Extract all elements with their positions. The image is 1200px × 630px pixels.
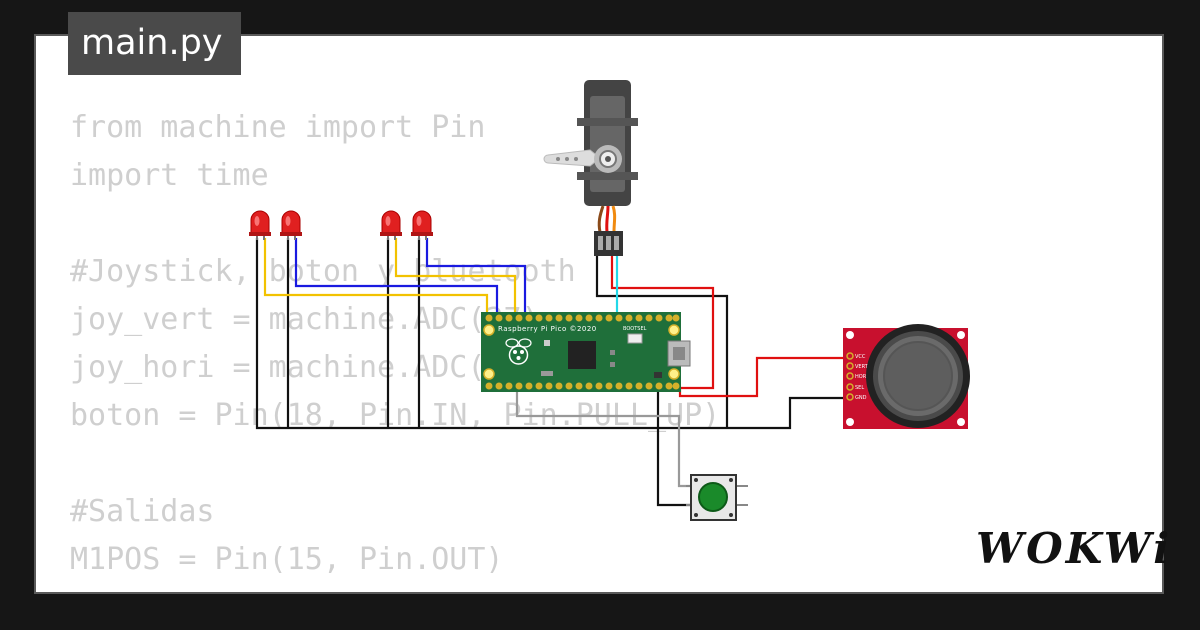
joystick-pin-label: GND — [855, 395, 867, 401]
joystick-pin-label: SEL — [855, 385, 864, 391]
joystick-knob[interactable] — [883, 341, 953, 411]
joystick-pin-label: HORZ — [855, 374, 870, 380]
code-line: from machine import Pin — [70, 110, 486, 145]
led[interactable] — [249, 210, 271, 240]
push-button[interactable] — [686, 474, 748, 521]
led[interactable] — [280, 210, 302, 240]
wire-blue — [425, 238, 527, 318]
code-preview: from machine import Pin import time #Joyst… — [70, 104, 720, 592]
joystick-pin-label: VCC — [855, 354, 866, 360]
servo-motor[interactable] — [543, 80, 638, 256]
wire-ground — [255, 238, 850, 430]
joystick-pins — [846, 352, 854, 401]
joystick-module[interactable]: VCC VERT HORZ SEL GND — [843, 324, 970, 429]
wire-red — [678, 356, 850, 398]
bootsel-label: BOOTSEL — [623, 326, 647, 332]
wokwi-logo: WOKWi — [976, 524, 1173, 573]
led[interactable] — [411, 210, 433, 240]
wire-ground — [656, 380, 692, 507]
wires — [255, 238, 850, 507]
wire-ground — [595, 256, 729, 428]
raspberry-pi-pico[interactable]: Raspberry Pi Pico ©2020 BOOTSEL — [481, 312, 691, 392]
code-line: M1NEG = Pin(14, Pin.OUT) — [70, 584, 720, 592]
push-button-cap[interactable] — [698, 482, 728, 512]
pin-row-bottom — [485, 382, 680, 390]
wire-blue — [294, 238, 499, 318]
code-line: #Salidas — [70, 494, 215, 529]
code-line: #Joystick, boton y bluetooth — [70, 254, 576, 289]
wire-yellow — [263, 238, 489, 318]
led[interactable] — [380, 210, 402, 240]
board-label: Raspberry Pi Pico ©2020 — [498, 325, 597, 333]
code-line: M1POS = Pin(15, Pin.OUT) — [70, 542, 504, 577]
wire-gray — [515, 390, 692, 488]
joystick-pin-label: VERT — [855, 364, 869, 370]
code-line: import time — [70, 158, 269, 193]
wire-yellow — [394, 238, 517, 318]
wire-red — [610, 256, 715, 390]
raspberry-icon — [505, 338, 532, 365]
pin-row-top — [485, 314, 680, 322]
file-tab[interactable]: main.py — [68, 12, 241, 75]
rp2040-chip — [568, 341, 596, 369]
